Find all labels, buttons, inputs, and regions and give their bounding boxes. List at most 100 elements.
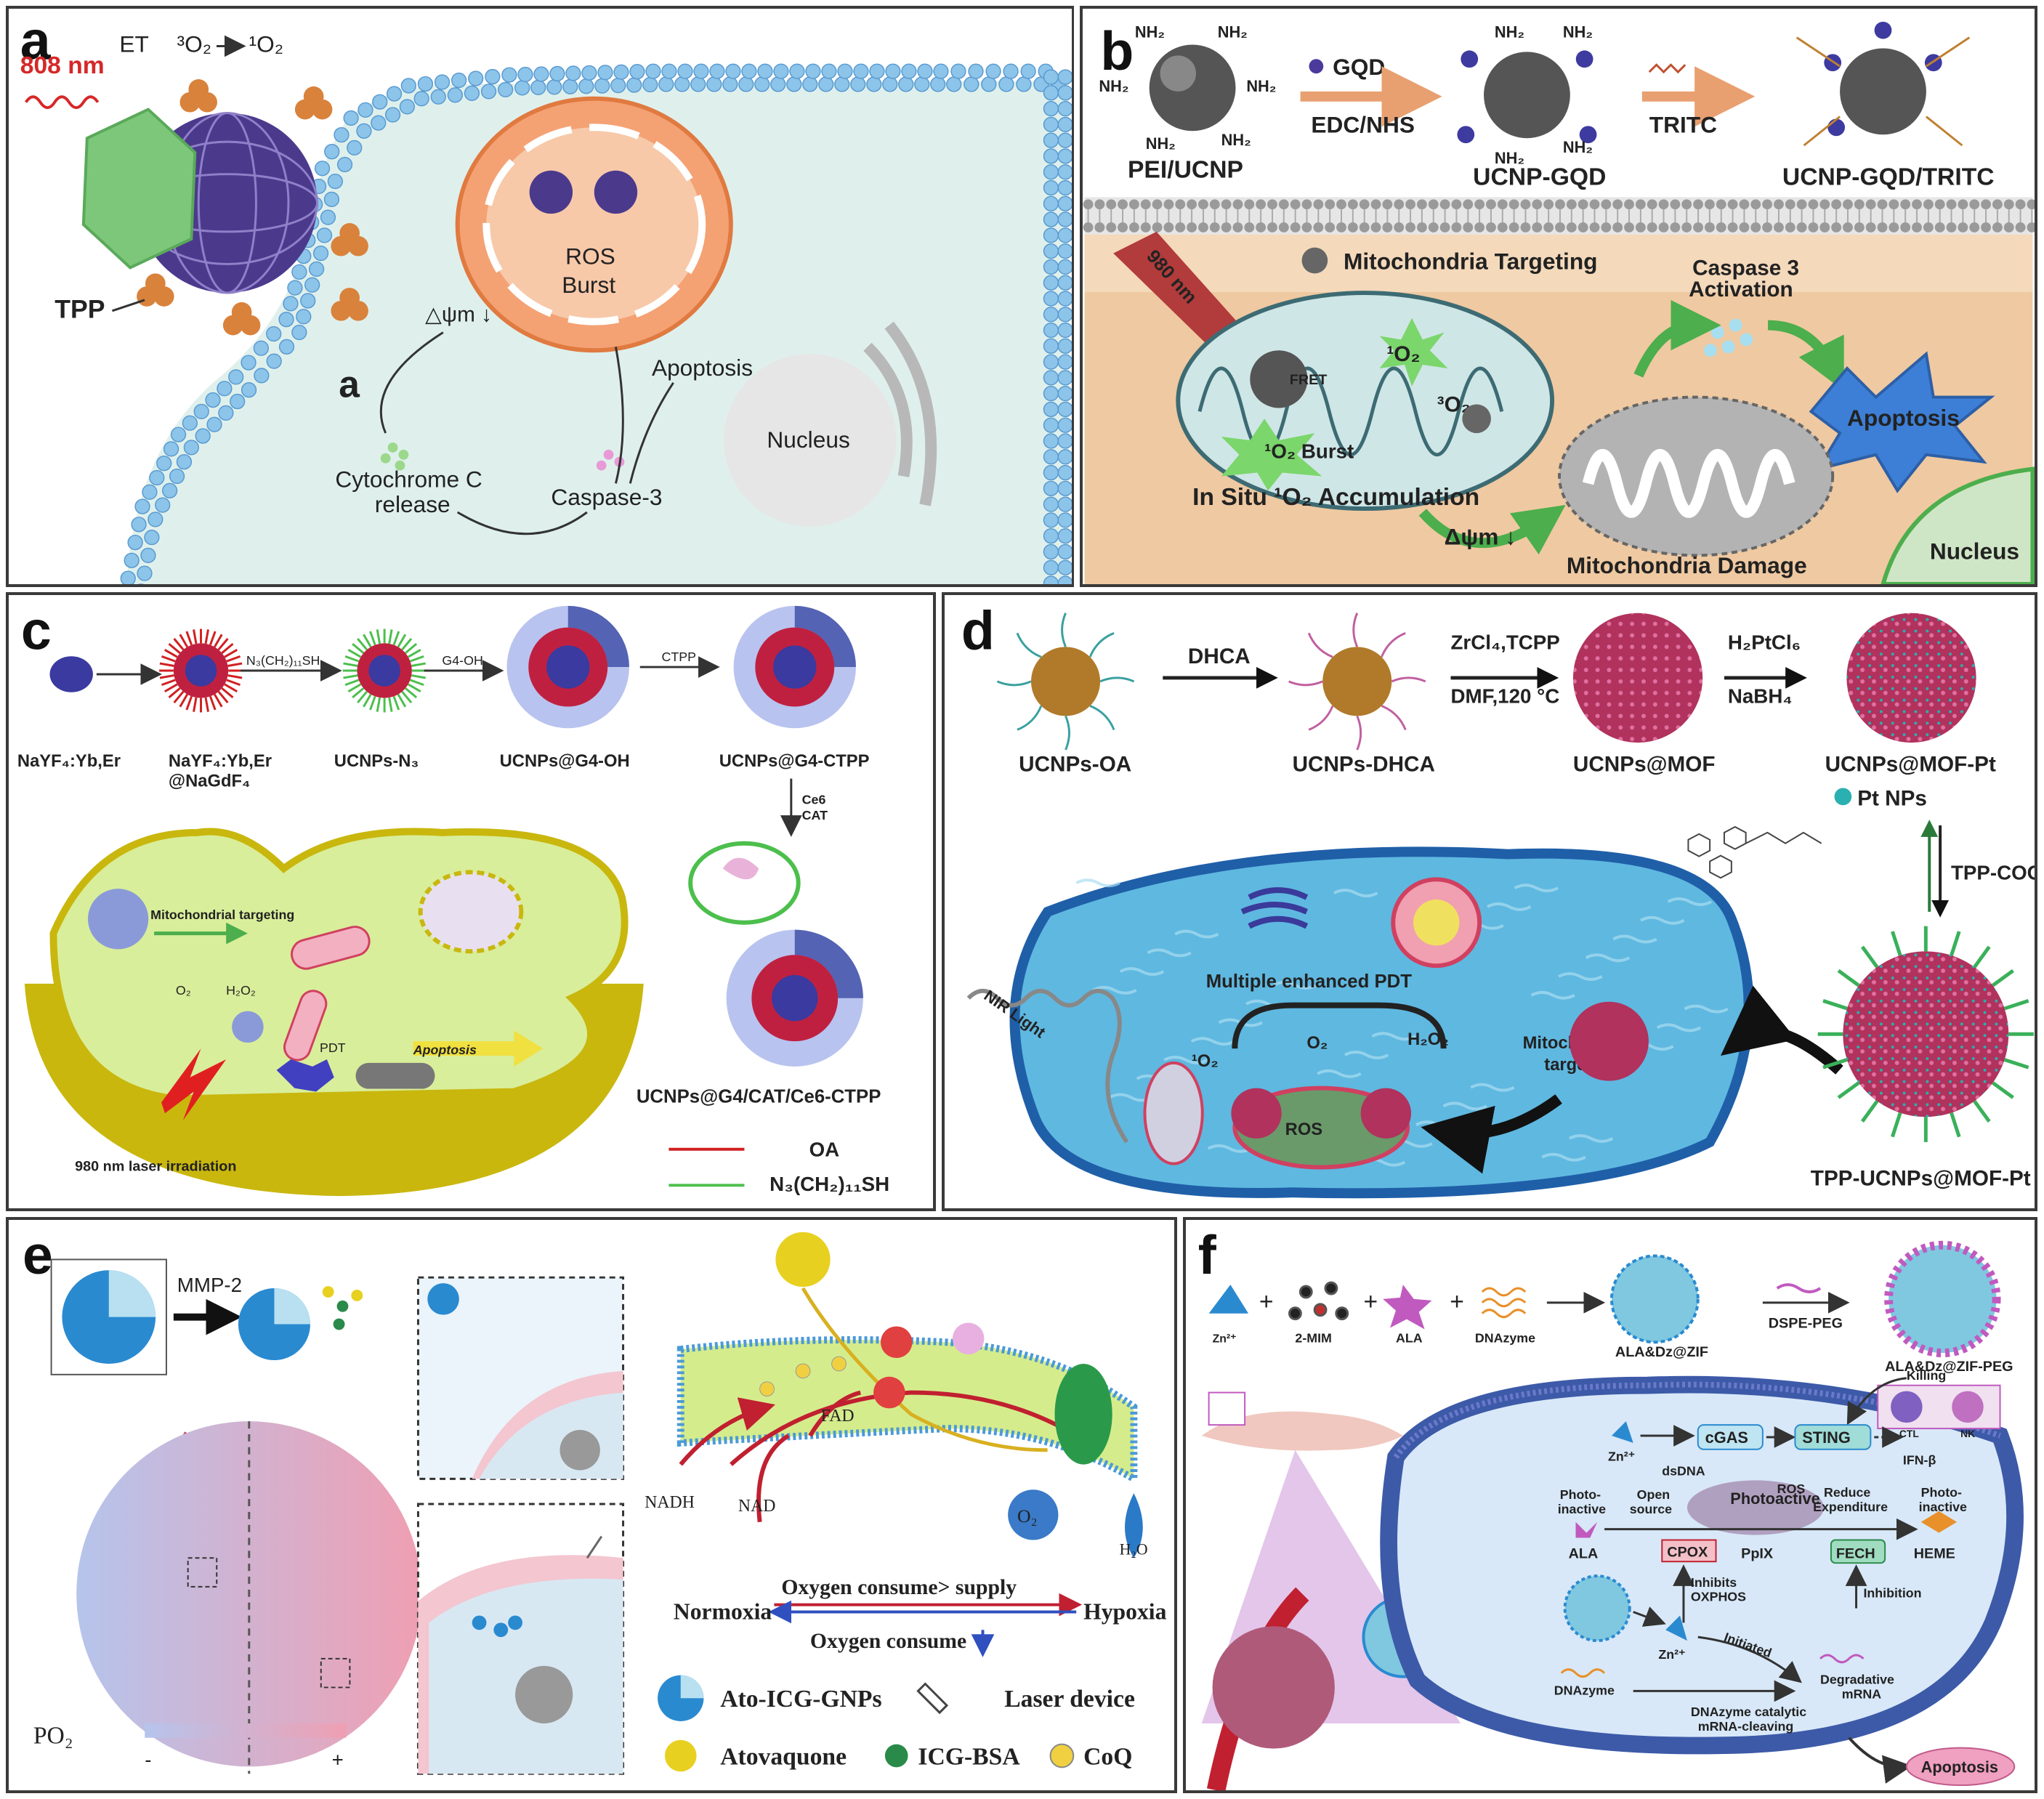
np2-shell-label: @NaGdF₄ <box>169 772 250 791</box>
np2-label: NaYF₄:Yb,Er <box>169 751 272 771</box>
release-label: release <box>375 491 451 517</box>
ctpp-np <box>733 605 856 729</box>
zif-peg-np <box>1884 1240 2001 1358</box>
ucnp-gqd-tritc <box>1840 48 1926 135</box>
dhca-label: DHCA <box>1188 644 1251 668</box>
h2o2-label: H₂O₂ <box>226 983 256 998</box>
degradative-label: Degradative <box>1820 1672 1894 1686</box>
ucnp-gqd-tritc-label: UCNP-GQD/TRITC <box>1782 164 1995 191</box>
np2-label: UCNPs-DHCA <box>1293 753 1435 777</box>
burst-label: Burst <box>562 272 615 298</box>
source-label: source <box>1630 1502 1672 1516</box>
zr-label: ZrCl₄,TCPP <box>1451 631 1560 653</box>
reduce-label: Reduce <box>1824 1485 1870 1500</box>
np1-label: NaYF₄:Yb,Er <box>17 751 121 771</box>
dspe-label: DSPE-PEG <box>1769 1315 1843 1331</box>
accumulation-label: In Situ ¹O₂ Accumulation <box>1192 484 1479 511</box>
nucleus-label: Nucleus <box>767 426 849 453</box>
singlet-oxygen: ¹O₂ <box>249 31 283 57</box>
svg-text:NH₂: NH₂ <box>1146 134 1176 153</box>
final-np <box>1817 926 2034 1142</box>
apoptosis-label: Apoptosis <box>1921 1758 1998 1776</box>
cat-label: CAT <box>802 808 828 822</box>
np4-label: UCNPs@G4-OH <box>500 751 630 771</box>
nabh4-label: NaBH₄ <box>1728 685 1793 708</box>
oxygen-consume-label: Oxygen consume <box>810 1630 966 1653</box>
o2-label: O₂ <box>176 983 191 998</box>
h2o-label: H₂O <box>1120 1540 1148 1558</box>
svg-text:NH₂: NH₂ <box>1221 131 1251 149</box>
final-np-label: UCNPs@G4/CAT/Ce6-CTPP <box>637 1086 881 1107</box>
dendrimer-np <box>506 605 629 729</box>
svg-text:NH₂: NH₂ <box>1563 23 1593 41</box>
mito-targeting-label: Mitochondrial targeting <box>150 907 294 922</box>
singlet-label: ¹O₂ <box>1192 1051 1219 1071</box>
zif-peg-label: ALA&Dz@ZIF-PEG <box>1885 1359 2013 1375</box>
dnazyme-label: DNAzyme <box>1475 1330 1535 1345</box>
zn-released-label: Zn²⁺ <box>1658 1647 1685 1662</box>
ros-label: ROS <box>1285 1120 1323 1139</box>
photoactive-label: Photoactive <box>1730 1489 1819 1508</box>
heme-label: HEME <box>1914 1545 1955 1561</box>
cytochrome-label: Cytochrome C <box>335 466 482 492</box>
nucleus-label: Nucleus <box>1930 538 2019 564</box>
panel-a: a 808 nm ET ³O₂ ¹O₂ TPP ROS Burst △ψm ↓ … <box>6 6 1074 587</box>
panel-a-diagram: a 808 nm ET ³O₂ ¹O₂ TPP ROS Burst △ψm ↓ … <box>11 9 1072 584</box>
nk-label: NK <box>1960 1428 1975 1439</box>
panel-e: e MMP-2 PO₂ - + NADH NAD FAD O₂ H₂O Oxyg… <box>6 1217 1177 1793</box>
open-label: Open <box>1637 1487 1670 1502</box>
svg-text:inactive: inactive <box>1919 1500 1967 1514</box>
pt-nps-label: Pt NPs <box>1857 786 1927 810</box>
laser-label: 980 nm laser irradiation <box>75 1158 236 1174</box>
po2-minus: - <box>145 1748 151 1771</box>
gqd-label: GQD <box>1333 54 1385 80</box>
singlet-burst-label: ¹O₂ Burst <box>1264 440 1354 463</box>
pei-ucnp <box>1149 44 1236 132</box>
panel-b: b NH₂ NH₂ NH₂ NH₂ NH₂ NH₂ PEI/UCNP GQD E… <box>1080 6 2037 587</box>
ppix-label: PpIX <box>1741 1545 1774 1561</box>
mitochondrion <box>1176 291 1555 512</box>
svg-text:NH₂: NH₂ <box>1495 23 1524 41</box>
expenditure-label: Expenditure <box>1813 1500 1888 1514</box>
tumor <box>1212 1626 1335 1749</box>
svg-text:NH₂: NH₂ <box>1495 149 1524 167</box>
tpp-cooh-structure <box>1687 825 1822 879</box>
tpp-cooh-label: TPP-COOH <box>1951 861 2035 884</box>
panel-b-diagram: b NH₂ NH₂ NH₂ NH₂ NH₂ NH₂ PEI/UCNP GQD E… <box>1083 9 2035 584</box>
core-shell-np <box>159 628 243 713</box>
np3-label: UCNPs-N₃ <box>334 751 419 771</box>
po2-gradient-bar <box>145 1723 347 1738</box>
cell-membrane <box>120 63 1072 584</box>
ifn-label: IFN-β <box>1903 1453 1936 1468</box>
et-label: ET <box>119 31 148 57</box>
mrna-label: mRNA <box>1842 1686 1882 1701</box>
ucnp-gqd <box>1484 52 1570 139</box>
o2-label: O₂ <box>1306 1033 1328 1053</box>
core-np <box>49 656 93 692</box>
svg-text:NH₂: NH₂ <box>1099 77 1128 95</box>
legend-laser: Laser device <box>1004 1686 1135 1713</box>
cpox-label: CPOX <box>1667 1544 1708 1560</box>
step3-label: CTPP <box>662 650 697 664</box>
ros-label: ROS <box>1777 1481 1806 1496</box>
dsdna-label: dsDNA <box>1662 1463 1705 1478</box>
apoptosis-arrow <box>413 1030 544 1067</box>
panel-e-diagram: e MMP-2 PO₂ - + NADH NAD FAD O₂ H₂O Oxyg… <box>12 1220 1171 1790</box>
fad-label: FAD <box>821 1407 855 1426</box>
nad-label: NAD <box>738 1497 775 1516</box>
apoptosis-label: Apoptosis <box>413 1043 477 1057</box>
activation-label: Activation <box>1689 278 1793 302</box>
panel-c-diagram: c N₃(CH₂)₁₁SH G4-OH CTPP NaYF₄:Yb,Er NaY… <box>10 595 932 1208</box>
caspase-label: Caspase-3 <box>551 484 662 510</box>
np3-label: UCNPs@MOF <box>1573 753 1716 777</box>
panel-label-b: b <box>1100 20 1134 81</box>
pdt-label: Multiple enhanced PDT <box>1206 971 1413 992</box>
mim-label: 2-MIM <box>1295 1330 1331 1345</box>
mito-targeting-label: Mitochondria Targeting <box>1344 248 1598 274</box>
apoptosis-label: Apoptosis <box>1847 405 1960 431</box>
final-np-label: TPP-UCNPs@MOF-Pt <box>1811 1166 2031 1190</box>
tpp-molecules <box>137 79 368 336</box>
legend-coq: CoQ <box>1083 1743 1132 1770</box>
mmp-label: MMP-2 <box>177 1274 242 1296</box>
svg-text:+: + <box>1450 1289 1464 1316</box>
